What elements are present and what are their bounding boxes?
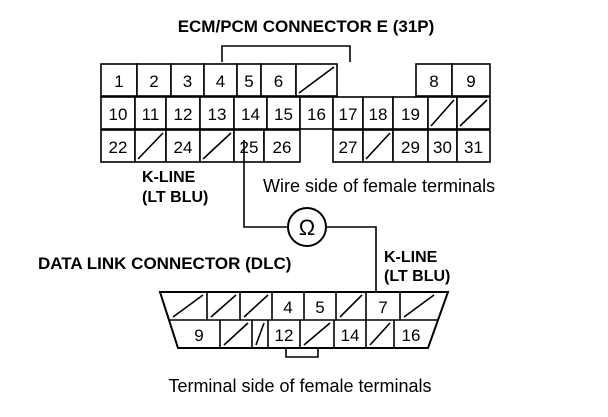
ecm-row1-cell (170, 63, 205, 97)
unused-terminal-mark (202, 132, 232, 160)
ecm-row3-pin-label: 26 (273, 138, 292, 157)
dlc-k-line-color-label: (LT BLU) (384, 268, 450, 285)
ecm-row3-cell (100, 129, 136, 163)
unused-terminal-mark (430, 99, 455, 127)
ecm-row2-pin-label: 17 (339, 105, 358, 124)
ecm-row3-pin-label: 25 (240, 138, 259, 157)
ecm-row3-pin-label: 31 (464, 138, 483, 157)
ecm-row2-pin-label: 11 (142, 105, 160, 124)
ecm-row1-pin-label: 8 (429, 72, 438, 91)
test-wire (243, 140, 377, 292)
dlc-connector: 4 5 7 9 12 14 16 (158, 291, 450, 358)
ecm-row3-cell (427, 129, 458, 163)
dlc-connector-key (285, 348, 319, 358)
dlc-row1-pin-label: 4 (283, 298, 292, 317)
dlc-title: DATA LINK CONNECTOR (DLC) (38, 254, 291, 273)
ecm-row3-pin-label: 29 (401, 138, 420, 157)
ecm-row2-pin-label: 14 (241, 105, 260, 124)
ecm-row2-cell (392, 96, 429, 130)
ecm-row1-pin-label: 5 (244, 72, 253, 91)
ecm-row1-pin-label: 9 (466, 72, 475, 91)
ecm-row3-cell (456, 129, 491, 163)
unused-terminal-mark (459, 99, 488, 127)
ohmmeter-symbol: Ω (287, 207, 327, 247)
dlc-row1-pin-label: 5 (315, 298, 324, 317)
ecm-row3-pin-label: 22 (109, 138, 128, 157)
ohm-icon: Ω (299, 215, 315, 240)
ecm-row1-pin-label: 3 (183, 72, 192, 91)
ecm-row3-pin-label: 24 (174, 138, 193, 157)
ecm-row2-cell (134, 96, 167, 130)
ecm-row2-cell (299, 96, 334, 130)
ecm-row1-cell (236, 63, 262, 97)
ecm-wire-side-label: Wire side of female terminals (263, 176, 495, 196)
dlc-row2-pin-label: 14 (341, 326, 360, 345)
ecm-row1-cell (451, 63, 491, 97)
ecm-k-line-color-label: (LT BLU) (142, 189, 208, 206)
ecm-row3-pin-label: 30 (433, 138, 452, 157)
ecm-row3-cell (263, 129, 301, 163)
ecm-row2-pin-label: 13 (208, 105, 227, 124)
dlc-terminal-side-label: Terminal side of female terminals (168, 376, 431, 396)
ecm-row3-cell (392, 129, 429, 163)
unused-terminal-mark (403, 294, 435, 318)
ecm-k-line-label: K-LINE (142, 169, 196, 186)
ecm-row2-pin-label: 10 (109, 105, 128, 124)
ecm-row3-cell (233, 129, 265, 163)
ecm-row2-cell (332, 96, 364, 130)
ecm-row1-cell (136, 63, 172, 97)
ecm-row1-pin-label: 2 (149, 72, 158, 91)
ecm-row3-cell (332, 129, 364, 163)
ecm-row3-cell (165, 129, 201, 163)
unused-terminal-mark (298, 66, 335, 94)
ecm-row2-pin-label: 19 (401, 105, 420, 124)
unused-terminal-mark (303, 322, 331, 346)
dlc-row2-pin-label: 16 (402, 326, 421, 345)
unused-terminal-mark (365, 132, 391, 160)
ecm-row2-pin-label: 12 (174, 105, 193, 124)
ecm-row1-cell (100, 63, 138, 97)
unused-terminal-mark (339, 294, 363, 318)
ecm-row1-pin-label: 4 (216, 72, 225, 91)
ecm-row2-pin-label: 15 (274, 105, 293, 124)
dlc-row1-pin-label: 7 (378, 298, 387, 317)
ecm-row1-pin-label: 1 (114, 72, 123, 91)
ecm-row2-pin-label: 16 (307, 105, 326, 124)
unused-terminal-mark (137, 132, 164, 160)
ecm-connector-key (221, 45, 351, 62)
unused-terminal-mark (369, 322, 391, 346)
ecm-row2-cell (266, 96, 301, 130)
unused-terminal-mark (223, 322, 249, 346)
ecm-row2-cell (233, 96, 268, 130)
ecm-row3-pin-label: 27 (339, 138, 358, 157)
ecm-connector-title: ECM/PCM CONNECTOR E (31P) (178, 17, 435, 36)
unused-terminal-mark (210, 294, 237, 318)
unused-terminal-mark (243, 294, 269, 318)
unused-terminal-mark (172, 294, 204, 318)
ecm-row1-pin-label: 6 (274, 72, 283, 91)
ecm-row2-pin-label: 18 (369, 105, 388, 124)
dlc-row2-pin-label: 9 (194, 326, 203, 345)
dlc-row2-pin-label: 12 (275, 326, 294, 345)
unused-terminal-mark (255, 322, 265, 346)
dlc-k-line-label: K-LINE (384, 249, 438, 266)
